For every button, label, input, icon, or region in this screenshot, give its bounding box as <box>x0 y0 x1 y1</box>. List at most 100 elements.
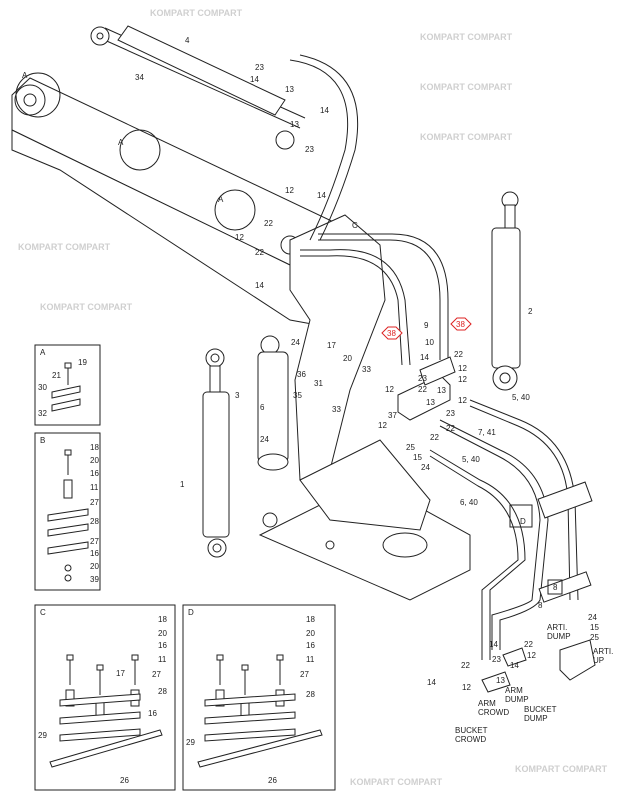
part-callout: 12 <box>378 421 387 430</box>
part-callout: 22 <box>461 661 470 670</box>
inset-callout: 29 <box>38 731 47 740</box>
inset-callout: 16 <box>90 549 99 558</box>
inset-callout: 30 <box>38 383 47 392</box>
part-callout: 36 <box>297 370 306 379</box>
inset-callout: 11 <box>306 655 315 664</box>
inset-callout: 29 <box>186 738 195 747</box>
part-callout: 14 <box>510 661 519 670</box>
part-callout: 34 <box>135 73 144 82</box>
inset-callout: 20 <box>306 629 315 638</box>
watermark-text: KOMPART COMPART <box>420 82 513 92</box>
part-callout: 23 <box>305 145 314 154</box>
part-callout: 6 <box>260 403 265 412</box>
watermark-layer: KOMPART COMPART KOMPART COMPART KOMPART CO… <box>18 8 608 787</box>
part-callout: 12 <box>285 186 294 195</box>
highlighted-part-38 <box>381 317 472 340</box>
detail-circles <box>15 72 563 595</box>
cylinder-2 <box>491 191 521 391</box>
part-callout: 14 <box>250 75 259 84</box>
valve-blocks <box>397 356 596 693</box>
inset-callout: 20 <box>90 456 99 465</box>
part-callout: 4 <box>185 36 190 45</box>
flow-direction-label: ARTI.UP <box>593 647 613 665</box>
watermark-text: KOMPART COMPART <box>40 302 133 312</box>
inset-labels: A19213032B18201611272827162039C182016112… <box>38 348 315 785</box>
base-plate <box>258 439 471 601</box>
part-callout: 1 <box>180 480 185 489</box>
watermark-text: KOMPART COMPART <box>18 242 111 252</box>
inset-callout: 20 <box>158 629 167 638</box>
inset-callout: 27 <box>152 670 161 679</box>
part-callout: 37 <box>388 411 397 420</box>
part-callout: 5, 40 <box>462 455 480 464</box>
part-callout: 14 <box>320 106 329 115</box>
part-callout: 15 <box>590 623 599 632</box>
inset-callout: 27 <box>90 537 99 546</box>
inset-id: A <box>40 348 46 357</box>
part-callout: 14 <box>317 191 326 200</box>
inset-clamp-drawings <box>47 362 323 768</box>
part-callout: 8 <box>538 601 543 610</box>
inset-callout: 27 <box>90 498 99 507</box>
part-callout: 12 <box>458 364 467 373</box>
part-callout: 22 <box>255 248 264 257</box>
inset-id: D <box>188 608 194 617</box>
part-callout: 24 <box>260 435 269 444</box>
part-callout: 24 <box>291 338 300 347</box>
boom-structure <box>11 77 386 481</box>
part-callout: 12 <box>235 233 244 242</box>
watermark-text: KOMPART COMPART <box>150 8 243 18</box>
part-callout: 20 <box>343 354 352 363</box>
inset-callout: 39 <box>90 575 99 584</box>
part-callout: 7, 41 <box>478 428 496 437</box>
part-callout: 5, 40 <box>512 393 530 402</box>
part-callout: 25 <box>590 633 599 642</box>
cylinder-3 <box>257 335 289 471</box>
part-callout: 8 <box>553 583 558 592</box>
part-callout: 17 <box>327 341 336 350</box>
part-callout: 13 <box>285 85 294 94</box>
inset-callout: 28 <box>306 690 315 699</box>
inset-callout: 16 <box>158 641 167 650</box>
inset-id: B <box>40 436 45 445</box>
inset-callout: 18 <box>306 615 315 624</box>
part-callout: 22 <box>454 350 463 359</box>
part-callout: 14 <box>427 678 436 687</box>
cylinder-4 <box>90 25 306 150</box>
watermark-text: KOMPART COMPART <box>420 132 513 142</box>
highlighted-callout: 38 <box>456 320 465 329</box>
inset-callout: 18 <box>90 443 99 452</box>
inset-callout: 17 <box>116 669 125 678</box>
inset-callout: 26 <box>120 776 129 785</box>
part-callout: 24 <box>588 613 597 622</box>
part-callout: 33 <box>362 365 371 374</box>
highlighted-callout: 38 <box>387 329 396 338</box>
part-callout: 13 <box>496 676 505 685</box>
inset-callout: 28 <box>90 517 99 526</box>
callout-labels: 4342314131413231214221222142910221412232… <box>22 36 613 744</box>
part-callout: 13 <box>290 120 299 129</box>
inset-callout: 16 <box>306 641 315 650</box>
inset-frames <box>34 344 336 791</box>
inset-callout: 20 <box>90 562 99 571</box>
part-callout: 14 <box>255 281 264 290</box>
inset-callout: 16 <box>148 709 157 718</box>
part-callout: 12 <box>462 683 471 692</box>
part-callout: 12 <box>458 375 467 384</box>
part-callout: 33 <box>332 405 341 414</box>
part-callout: 35 <box>293 391 302 400</box>
part-callout: 25 <box>406 443 415 452</box>
part-callout: 22 <box>430 433 439 442</box>
flow-direction-label: ARTI.DUMP <box>547 623 571 641</box>
part-callout: 23 <box>446 409 455 418</box>
inset-callout: 28 <box>158 687 167 696</box>
watermark-text: KOMPART COMPART <box>350 777 443 787</box>
part-callout: A <box>118 138 124 147</box>
part-callout: 24 <box>421 463 430 472</box>
part-callout: 31 <box>314 379 323 388</box>
inset-id: C <box>40 608 46 617</box>
inset-callout: 11 <box>90 483 99 492</box>
